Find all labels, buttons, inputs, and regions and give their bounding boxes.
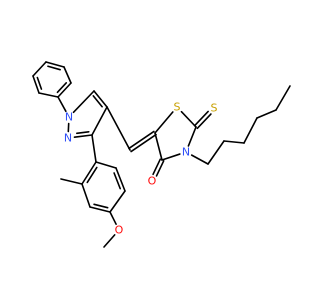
- bond-a2-me: [60, 178, 83, 185]
- bond-a3-a4-inner: [93, 203, 109, 209]
- atom-label-n1: N: [65, 111, 73, 124]
- bond-a2-a3: [81, 183, 91, 208]
- bond-a4-a5: [109, 190, 126, 213]
- bond-pz5-c4: [93, 90, 108, 108]
- bond-n1-pz5: [72, 90, 95, 114]
- bond-ph3-ph4: [38, 92, 59, 98]
- bond-c3-a1: [91, 134, 97, 163]
- atom-label-o1: O: [148, 175, 157, 188]
- bond-layer: [32, 61, 291, 248]
- bond-ph4-ph5: [57, 82, 72, 98]
- bond-c5-s1: [154, 111, 174, 134]
- bond-ph4-ph5-inner: [56, 81, 68, 94]
- atom-label-n3: N: [182, 146, 190, 159]
- atom-label-s2: S: [211, 102, 218, 115]
- bond-o2-ome: [103, 234, 116, 248]
- bond-c2-s2-b: [193, 110, 209, 127]
- bond-c3-n2-inner: [76, 130, 90, 135]
- atom-label-n2: N: [64, 132, 72, 145]
- bond-c4t-o1-a: [152, 158, 162, 176]
- bond-c4t-c5: [154, 132, 163, 161]
- bond-c3-n2: [73, 134, 93, 138]
- bond-ph2-ph3: [32, 75, 40, 94]
- bond-h3-h4: [243, 117, 258, 144]
- bond-s1-c2: [180, 110, 197, 128]
- bond-a1-a2: [81, 161, 97, 185]
- bond-ph6-ph1: [45, 61, 65, 68]
- bond-c4-ch: [106, 106, 131, 151]
- bond-c4t-o1-b: [155, 160, 165, 177]
- atom-label-o2: O: [115, 224, 124, 237]
- bond-ph2-ph3-inner: [36, 76, 43, 90]
- bond-a5-a6: [115, 167, 126, 192]
- bond-a1-a2-inner: [86, 166, 98, 184]
- bond-h4-h5: [256, 109, 277, 119]
- bond-ch-c5-a: [130, 133, 157, 153]
- bond-a6-a1: [95, 161, 117, 169]
- bond-ph4-n1: [57, 96, 67, 113]
- bond-c2-n3: [187, 126, 197, 147]
- bond-h5-h6: [275, 85, 291, 111]
- bond-h2-h3: [223, 140, 245, 144]
- bond-n3-h1: [190, 154, 209, 165]
- bond-pz5-c4-inner: [92, 95, 103, 108]
- bond-a5-a6-inner: [113, 172, 122, 190]
- atom-label-s1: S: [174, 101, 181, 114]
- bond-ph6-ph1-inner: [47, 65, 61, 71]
- bond-h1-h2: [207, 140, 225, 165]
- bond-n3-c4t: [161, 153, 181, 161]
- bond-ph5-ph6: [63, 66, 72, 84]
- bond-c4-c3: [91, 106, 108, 136]
- bond-c2-s2-a: [196, 113, 212, 130]
- bond-ch-c5-b: [128, 130, 155, 150]
- bond-ph1-ph2: [32, 61, 47, 77]
- bond-a4-o2: [109, 211, 117, 225]
- bond-a3-a4: [89, 206, 111, 213]
